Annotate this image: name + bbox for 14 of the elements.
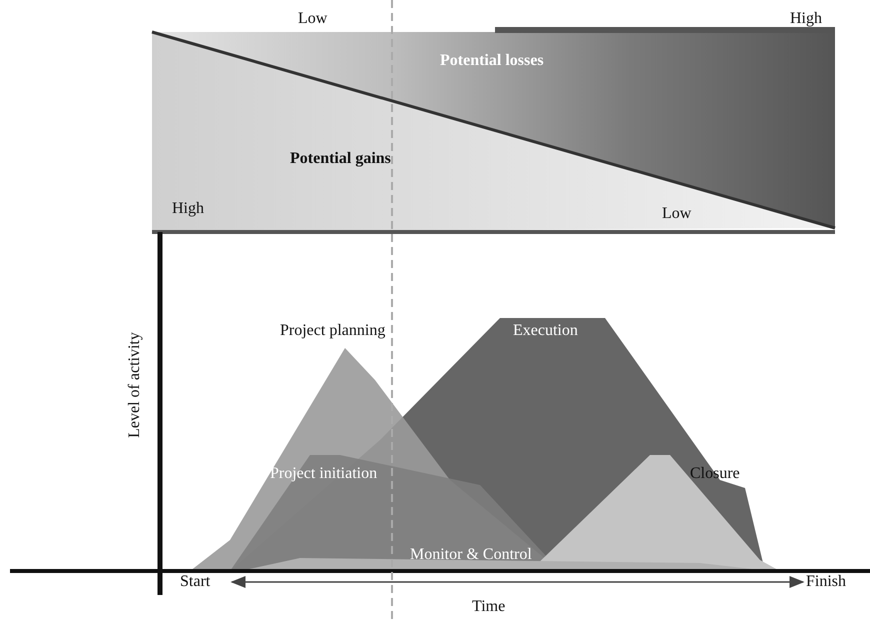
band-label: High	[172, 200, 204, 218]
phase-label: Execution	[513, 322, 578, 340]
band-label: High	[790, 10, 822, 28]
band-label: Potential gains	[290, 150, 391, 168]
axis-title: Time	[472, 598, 506, 616]
phase-label: Project initiation	[270, 465, 378, 483]
band-label: Potential losses	[440, 52, 544, 70]
axis-label: Finish	[806, 573, 846, 591]
phase-label: Monitor & Control	[410, 546, 532, 564]
axis-title: Level of activity	[126, 332, 144, 438]
axis-label: Start	[180, 573, 210, 591]
band-label: Low	[662, 205, 692, 223]
band-label: Low	[298, 10, 328, 28]
phase-label: Project planning	[280, 322, 386, 340]
